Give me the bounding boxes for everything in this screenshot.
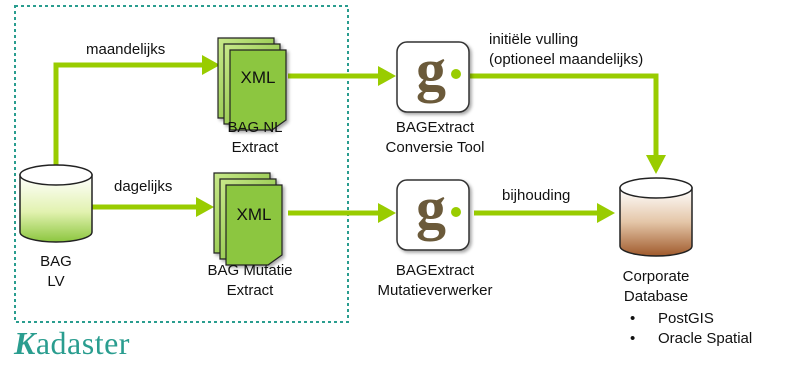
label-daily: dagelijks <box>114 178 173 195</box>
label-mutation-extract-line2: Extract <box>226 282 274 299</box>
label-mutation-processor-line1: BAGExtract <box>395 262 475 279</box>
label-nl-extract-line1: BAG NL <box>227 119 283 136</box>
xml-badge-mutation: XML <box>237 205 272 224</box>
label-bag-source: LV <box>47 273 65 290</box>
bag-mutation-xml-document-icon <box>213 172 283 266</box>
arrow-update <box>474 203 615 223</box>
label-monthly: maandelijks <box>86 41 166 58</box>
bag-scope-border <box>14 5 349 323</box>
label-update: bijhouding <box>502 187 571 204</box>
database-list-item: PostGIS <box>626 309 752 329</box>
mutation-processor-logo-dot <box>451 207 461 217</box>
label-conversion-tool-line2: Conversie Tool <box>385 139 485 156</box>
kadaster-logo-rest: adaster <box>35 325 130 361</box>
label-mutation-extract-line1: BAG Mutatie <box>207 262 293 279</box>
corporate-database-icon <box>619 177 693 257</box>
xml-badge-nl: XML <box>241 68 276 87</box>
label-nl-extract-line2: Extract <box>231 139 279 156</box>
conversion-tool-logo-icon <box>396 41 470 113</box>
kadaster-logo-k: K <box>14 325 36 361</box>
database-list: PostGIS Oracle Spatial <box>626 309 752 349</box>
conversion-tool-logo-dot <box>451 69 461 79</box>
label-bag-name: BAG <box>40 253 72 270</box>
arrow-initial-fill <box>470 73 666 174</box>
mutation-processor-logo-icon <box>396 179 470 251</box>
kadaster-logo: Kadaster <box>14 325 130 362</box>
label-initial-fill-line2: (optioneel maandelijks) <box>489 51 644 68</box>
mutation-processor-logo-letter: g <box>416 175 446 241</box>
label-conversion-tool-line1: BAGExtract <box>395 119 475 136</box>
label-corporate-line2: Database <box>623 288 689 305</box>
label-mutation-processor-line2: Mutatieverwerker <box>377 282 493 299</box>
arrow-mutation-to-processor <box>288 203 396 223</box>
label-initial-fill-line1: initiële vulling <box>489 31 579 48</box>
bag-nl-xml-document-icon <box>217 37 287 131</box>
arrow-nl-to-conversion <box>288 66 396 86</box>
arrow-monthly <box>53 55 220 165</box>
database-list-item: Oracle Spatial <box>626 329 752 349</box>
arrow-daily <box>92 197 214 217</box>
label-corporate-line1: Corporate <box>622 268 690 285</box>
conversion-tool-logo-letter: g <box>416 37 446 103</box>
bag-lv-database-icon <box>19 164 93 243</box>
